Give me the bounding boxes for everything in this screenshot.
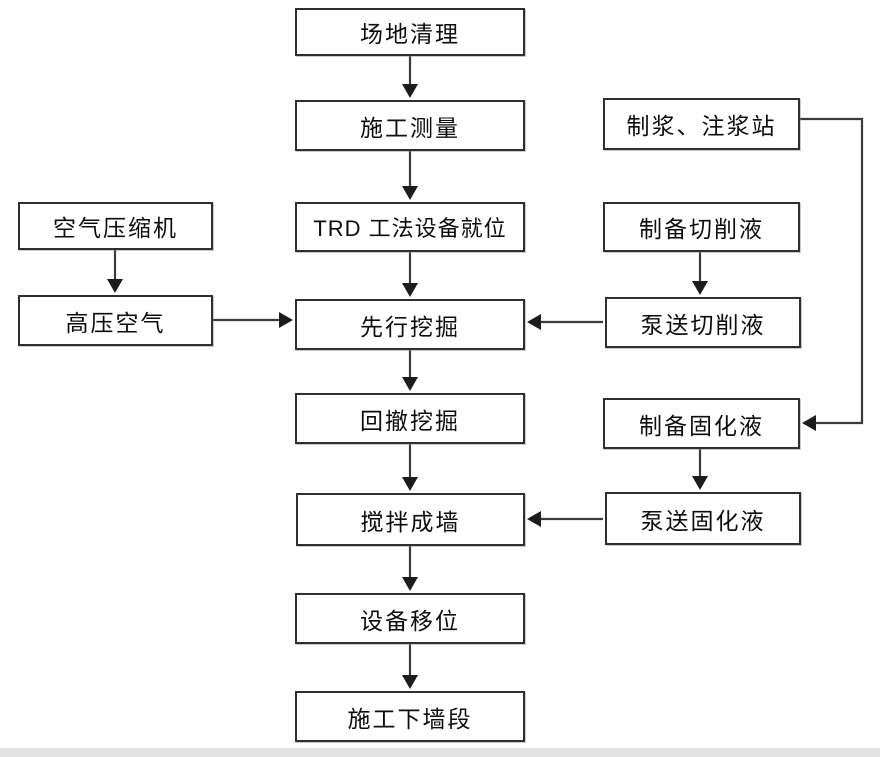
arrow-high-pressure-air-to-advance-excavation — [213, 312, 293, 328]
arrow-retreat-to-mixing-wall — [402, 444, 418, 491]
node-advance-excavation: 先行挖掘 — [295, 299, 525, 350]
node-mixing-form-wall: 搅拌成墙 — [296, 493, 525, 546]
arrow-prepare-solidifying-to-pump-solidifying — [692, 449, 708, 490]
arrow-air-compressor-to-high-pressure-air — [107, 250, 123, 293]
node-construction-survey: 施工测量 — [295, 100, 525, 151]
arrow-site-clearing-to-survey — [402, 56, 418, 98]
node-prepare-cutting-fluid: 制备切削液 — [603, 202, 800, 252]
arrow-advance-to-retreat-excavation — [402, 350, 418, 391]
arrow-mixing-wall-to-equipment-move — [402, 546, 418, 591]
arrow-trd-setup-to-advance-excavation — [402, 252, 418, 297]
arrow-survey-to-trd-setup — [402, 151, 418, 200]
node-retreat-excavation: 回撤挖掘 — [295, 393, 525, 444]
node-trd-equipment-setup: TRD 工法设备就位 — [295, 202, 525, 252]
node-air-compressor: 空气压缩机 — [18, 202, 213, 250]
node-high-pressure-air: 高压空气 — [18, 295, 213, 346]
arrow-pump-cutting-to-advance-excavation — [527, 314, 603, 330]
node-pump-solidifying-fluid: 泵送固化液 — [605, 492, 801, 545]
node-equipment-relocation: 设备移位 — [295, 593, 525, 644]
node-prepare-solidifying-fluid: 制备固化液 — [603, 398, 800, 449]
arrow-pump-solidifying-to-mixing-wall — [527, 511, 603, 527]
bottom-edge-strip — [0, 748, 880, 757]
node-construct-next-wall-section: 施工下墙段 — [295, 691, 525, 742]
arrow-equipment-move-to-next-wall — [402, 644, 418, 689]
node-pump-cutting-fluid: 泵送切削液 — [605, 297, 801, 348]
node-slurry-grouting-station: 制浆、注浆站 — [603, 98, 800, 150]
arrow-grouting-station-to-prepare-solidifying — [800, 117, 864, 431]
arrow-prepare-cutting-to-pump-cutting — [692, 252, 708, 295]
node-site-clearing: 场地清理 — [295, 8, 525, 56]
